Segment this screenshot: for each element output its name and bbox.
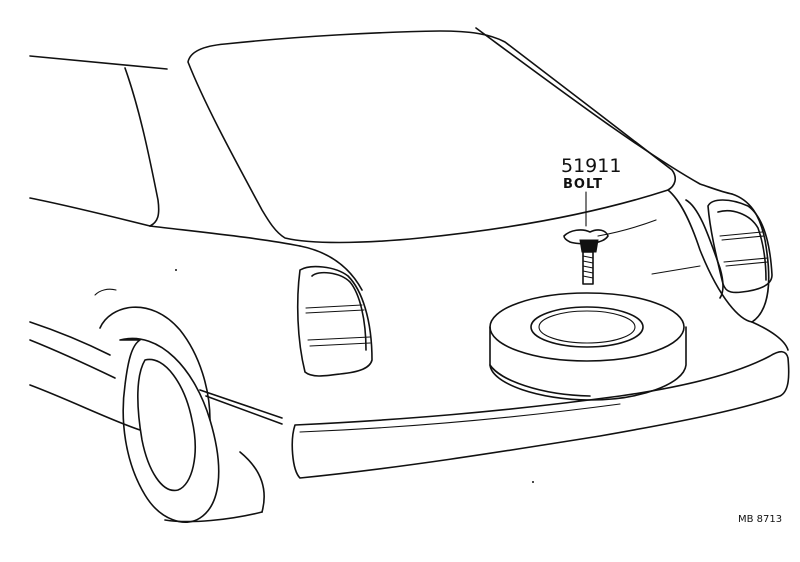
side-window <box>29 55 168 227</box>
rear-bumper <box>199 350 790 479</box>
rear-window <box>187 27 733 244</box>
drawing-code: MB 8713 <box>738 514 783 525</box>
trunk-seam <box>597 219 657 237</box>
part-number-label: 51911 <box>561 155 622 177</box>
rear-wheel <box>99 306 265 523</box>
left-tail-lamp <box>296 265 373 377</box>
spare-tire <box>489 292 687 401</box>
part-name-label: BOLT <box>563 177 603 192</box>
right-tail-lamp <box>685 199 773 299</box>
body-outline <box>29 189 789 431</box>
bolt-part <box>563 191 609 285</box>
trunk-panel-line <box>651 265 701 275</box>
